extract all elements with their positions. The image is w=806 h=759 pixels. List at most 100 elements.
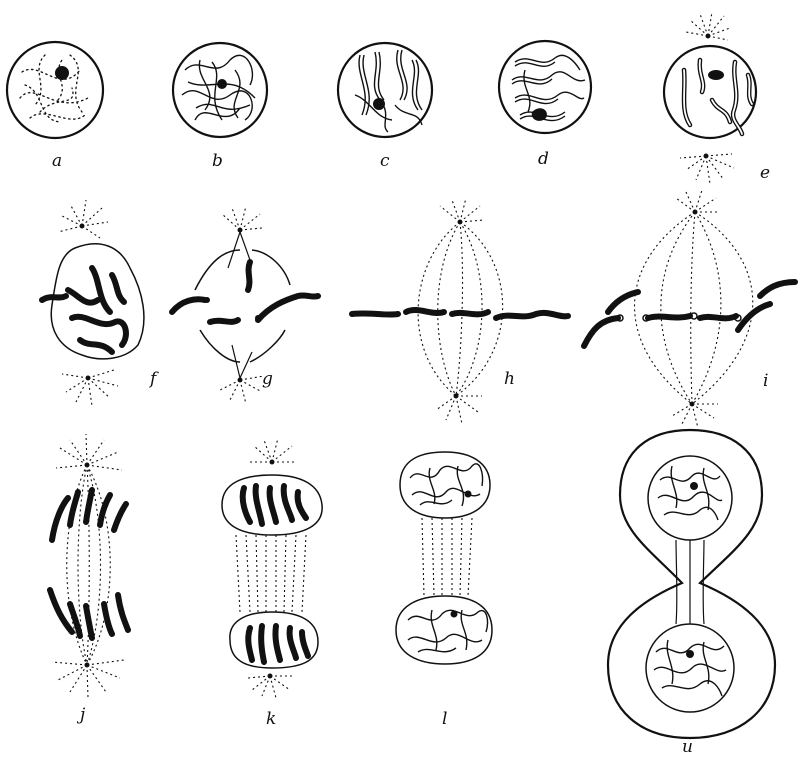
aster-rays [680, 154, 734, 184]
panel-f: f [42, 200, 159, 406]
aster-rays [222, 206, 262, 230]
aster-rays [672, 404, 718, 428]
aster-rays [676, 190, 720, 212]
chromosome [738, 304, 770, 330]
stage-label-a: a [52, 151, 62, 171]
chromosome [80, 340, 112, 352]
chromosome [68, 290, 98, 303]
chromatin-threads [658, 466, 722, 520]
stage-label-f: f [148, 369, 159, 389]
aster-rays [248, 676, 294, 698]
panel-m: u [608, 430, 775, 757]
stage-label-k: k [266, 709, 276, 729]
chromosome [210, 320, 238, 322]
chromosome [608, 292, 638, 312]
aster-rays [436, 396, 482, 424]
nucleolus [690, 482, 698, 490]
stage-label-b: b [212, 151, 223, 171]
chromatin-threads [410, 464, 483, 506]
nuclear-envelope-fragment [200, 330, 285, 362]
chromosome [496, 313, 568, 318]
stage-label-g: g [262, 369, 273, 389]
nucleolus [55, 66, 69, 80]
chromatin-threads [182, 55, 255, 120]
chromosome-group-bottom [248, 626, 308, 662]
chromosome [584, 318, 618, 346]
nucleolus [465, 491, 472, 498]
chromosome [52, 498, 68, 540]
chromatin-threads [654, 640, 726, 696]
chromosome [118, 595, 128, 630]
panel-a: a [7, 42, 103, 171]
spindle-fibers [418, 222, 503, 396]
chromosome [648, 316, 690, 318]
panel-c: c [338, 43, 432, 171]
nucleolus [686, 650, 694, 658]
aster-rays [56, 434, 122, 470]
panel-l: l [396, 452, 492, 729]
aster-rays [62, 370, 118, 406]
interzonal-fibers [236, 535, 306, 612]
chromosome [92, 268, 110, 312]
nucleolus [451, 611, 458, 618]
chromosome [248, 262, 250, 290]
stage-label-c: c [380, 151, 390, 171]
chromosome-threads [355, 50, 422, 132]
interzonal-fibers [422, 518, 472, 596]
panel-k: k [222, 438, 322, 729]
aster-rays [440, 198, 484, 222]
chromosome [700, 316, 736, 318]
chromatin-threads [20, 55, 88, 122]
nucleolus [708, 70, 724, 80]
kinetochore [204, 297, 210, 303]
panel-h: h [352, 198, 568, 424]
chromosome [100, 495, 110, 525]
panel-e: e [664, 12, 770, 184]
stage-label-d: d [538, 149, 549, 169]
daughter-nucleus-top [648, 456, 732, 540]
panel-i: i [584, 190, 795, 428]
aster-rays [52, 660, 124, 698]
nucleolus [217, 79, 227, 89]
chromosome [70, 492, 78, 525]
daughter-nucleus-top [400, 452, 490, 518]
nucleolus [532, 108, 547, 121]
chromosome-group-top [243, 486, 306, 524]
stage-label-m: u [682, 737, 693, 757]
aster-rays [686, 12, 730, 40]
chromatin-threads [408, 610, 488, 652]
panel-b: b [173, 43, 267, 171]
chromosome [50, 590, 72, 632]
chromosome [258, 295, 318, 320]
panel-d: d [499, 41, 591, 169]
stage-label-e: e [760, 163, 770, 183]
chromosome [86, 606, 92, 638]
chromosome [104, 604, 112, 634]
chromosome [172, 299, 205, 312]
chromosome [112, 275, 124, 302]
spindle-fibers [228, 232, 252, 378]
cell-membrane [7, 42, 103, 138]
chromosome [86, 490, 92, 522]
stage-label-l: l [442, 709, 447, 729]
chromosome [760, 282, 795, 296]
chromosome [42, 296, 66, 300]
aster-rays [220, 376, 264, 404]
spindle-fibers [635, 212, 753, 404]
stage-label-h: h [504, 369, 515, 389]
daughter-nucleus-bottom [396, 596, 492, 664]
cell-membrane [664, 46, 756, 138]
kinetochore [255, 315, 261, 321]
panel-g: g [172, 206, 318, 404]
panel-j: j [50, 434, 128, 725]
nuclear-envelope-fragment [195, 250, 290, 290]
stage-label-j: j [76, 705, 86, 725]
cell-membrane [173, 43, 267, 137]
stage-label-i: i [763, 371, 768, 391]
nucleolus [373, 98, 385, 110]
aster-rays [58, 200, 108, 238]
chromosome [406, 310, 444, 313]
aster-rays [250, 438, 296, 462]
chromosome [352, 313, 398, 314]
